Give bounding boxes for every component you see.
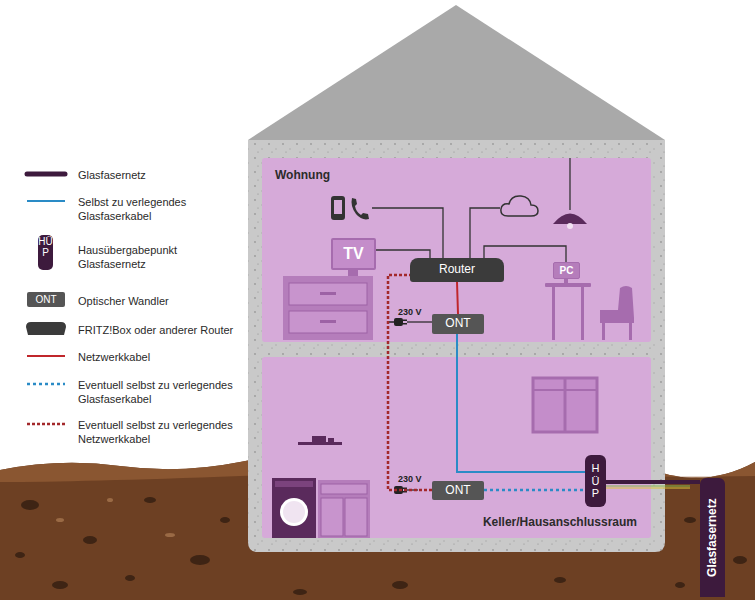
cable-connector bbox=[457, 334, 585, 472]
tv-stand bbox=[348, 270, 358, 276]
legend-text: Eventuell selbst zu verlegendes Glasfase… bbox=[78, 378, 246, 406]
lamp-icon bbox=[553, 158, 587, 229]
ont-box: ONT bbox=[432, 481, 484, 500]
fiber-strands bbox=[606, 486, 690, 488]
legend-fiber-net bbox=[27, 172, 65, 177]
power-cords bbox=[407, 322, 432, 490]
device-lines bbox=[372, 208, 500, 258]
legend-router bbox=[26, 322, 66, 335]
hup-box: HÜP bbox=[585, 455, 606, 507]
legend-text: Netzwerkkabel bbox=[78, 350, 246, 364]
voltage-label: 230 V bbox=[398, 474, 422, 484]
chair bbox=[600, 286, 634, 340]
legend-ont bbox=[27, 292, 65, 307]
legend-text: Selbst zu verlegendes Glasfaserkabel bbox=[78, 195, 246, 223]
room-region: Keller/Hausanschlussraum ONT HÜP bbox=[262, 357, 651, 538]
shelf bbox=[298, 436, 342, 445]
node-label: ONT bbox=[445, 317, 470, 330]
cable-connector bbox=[457, 282, 458, 314]
legend-hup-label: HÜP bbox=[38, 236, 53, 258]
router-box: Router bbox=[410, 258, 504, 282]
cable-connector bbox=[376, 250, 430, 258]
dresser bbox=[283, 276, 373, 340]
node-label: Glasfasernetz bbox=[706, 498, 719, 577]
cabinet bbox=[318, 480, 370, 538]
voltage-label: 230 V bbox=[398, 307, 422, 317]
power-plug bbox=[388, 318, 407, 494]
node-label: ONT bbox=[445, 484, 470, 497]
legend-text: Hausübergabepunkt Glasfasernetz bbox=[78, 243, 246, 271]
upper-room bbox=[262, 158, 651, 342]
fiber-network-bar: Glasfasernetz bbox=[700, 478, 725, 597]
desk bbox=[545, 279, 591, 340]
legend-text: Eventuell selbst zu verlegendes Netzwerk… bbox=[78, 418, 246, 446]
node-label: Wohnung bbox=[275, 169, 330, 182]
washing-machine bbox=[272, 478, 316, 538]
node-label: HÜP bbox=[590, 462, 601, 500]
legend-network-cable bbox=[27, 355, 65, 357]
cable-connector bbox=[388, 275, 432, 490]
legend-text: Optischer Wandler bbox=[78, 294, 246, 308]
ont-box: ONT bbox=[432, 314, 484, 334]
node-label: PC bbox=[560, 265, 574, 276]
node-label: Router bbox=[439, 263, 475, 276]
cable-connector bbox=[484, 489, 585, 492]
window bbox=[533, 378, 597, 432]
node-label: Keller/Hausanschlussraum bbox=[483, 516, 637, 529]
house-walls bbox=[248, 140, 665, 552]
tv-screen: TV bbox=[331, 238, 376, 270]
pc-screen: PC bbox=[553, 262, 580, 279]
legend-optional-fiber bbox=[27, 383, 65, 386]
cable-connector bbox=[606, 480, 700, 484]
cloud-icon bbox=[501, 196, 538, 216]
legend-ont-label: ONT bbox=[27, 292, 65, 307]
roof bbox=[248, 5, 665, 140]
legend-fiber-cable bbox=[27, 200, 65, 202]
legend-hup bbox=[38, 235, 53, 270]
room-region: WohnungTV Router PC ONT bbox=[262, 158, 651, 342]
phone-icon bbox=[331, 196, 369, 220]
legend-optional-network bbox=[27, 423, 65, 426]
legend-text: FRITZ!Box oder anderer Router bbox=[78, 323, 246, 337]
legend-text: Glasfasernetz bbox=[78, 168, 246, 182]
node-label: TV bbox=[343, 245, 363, 263]
